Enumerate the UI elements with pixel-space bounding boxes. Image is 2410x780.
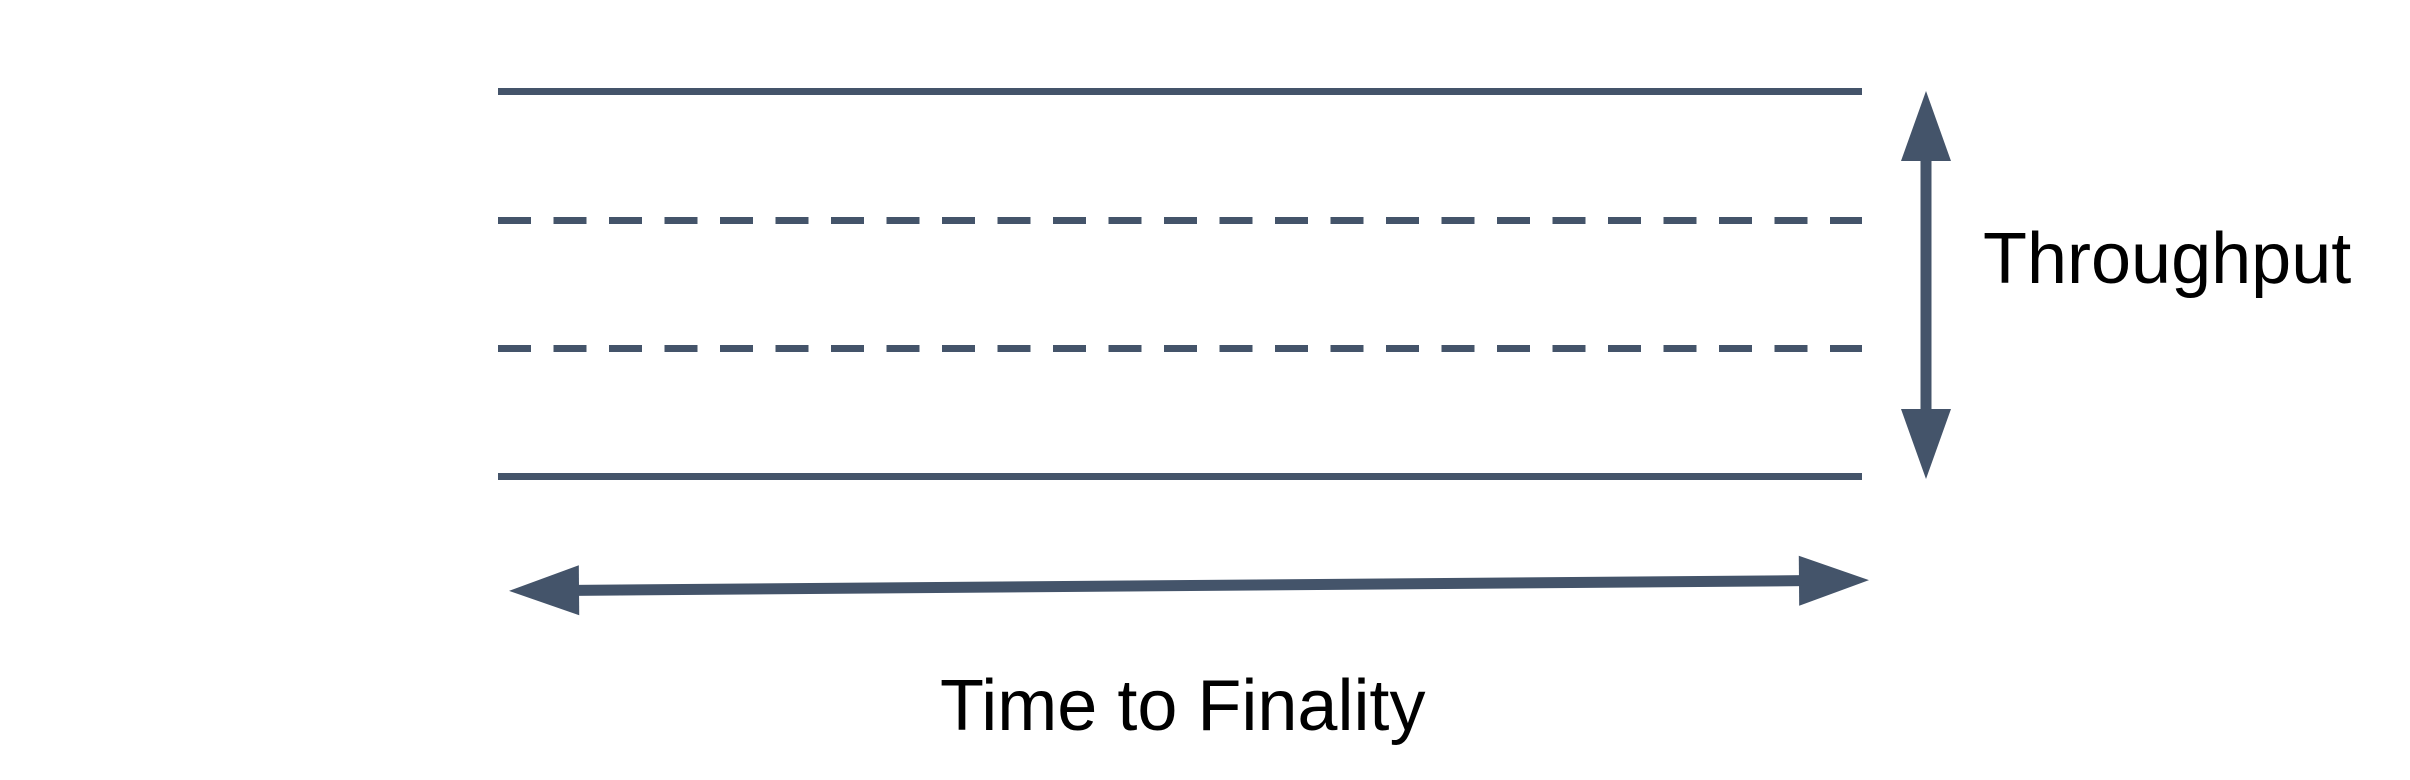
horizontal-arrow-head-left (509, 565, 580, 616)
horizontal-double-arrow-icon (509, 555, 1869, 616)
vertical-arrow-head-down (1901, 409, 1951, 479)
time-to-finality-label: Time to Finality (940, 666, 1425, 746)
vertical-double-arrow-icon (1901, 91, 1951, 479)
horizontal-arrow-shaft (575, 575, 1803, 596)
throughput-label: Throughput (1983, 219, 2351, 299)
horizontal-arrow-head-right (1798, 555, 1869, 606)
vertical-arrow-head-up (1901, 91, 1951, 161)
